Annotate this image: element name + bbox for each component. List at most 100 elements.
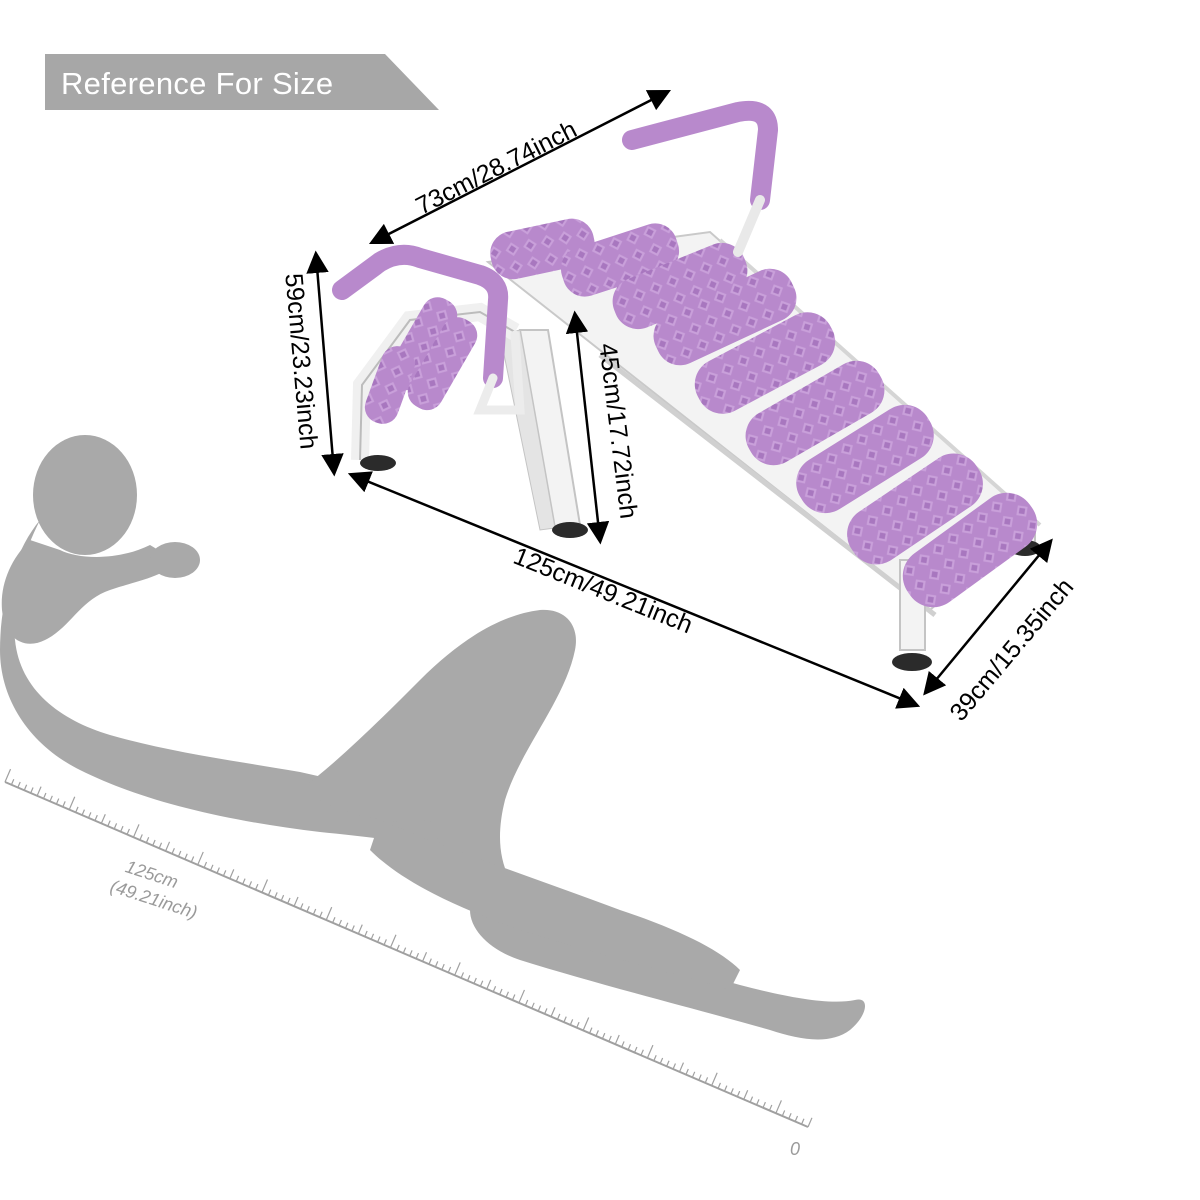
ruler-tick — [634, 1046, 638, 1053]
ruler-tick — [723, 1085, 728, 1092]
ruler-tick — [274, 892, 278, 899]
ruler-tick — [422, 951, 428, 962]
ruler-tick — [377, 936, 381, 943]
ruler-tick — [589, 1027, 593, 1034]
ruler-tick — [55, 798, 60, 805]
ruler-tick — [537, 1005, 542, 1012]
ruler-tick — [190, 856, 195, 863]
ruler-tick — [383, 939, 387, 946]
ruler-tick — [139, 834, 143, 841]
ruler-tick — [768, 1104, 773, 1111]
ruler-tick — [197, 851, 204, 866]
ruler-tick — [402, 947, 407, 954]
ruler-tick — [293, 896, 299, 907]
ruler-tick — [781, 1110, 786, 1117]
ruler-tick — [685, 1068, 689, 1075]
ruler-tick — [666, 1060, 670, 1067]
ruler-tick — [107, 820, 111, 827]
ruler-tick — [678, 1062, 685, 1073]
size-reference-banner: Reference For Size — [45, 54, 439, 110]
ruler-tick — [415, 952, 420, 959]
ruler-tick — [338, 919, 342, 926]
ruler-tick — [698, 1074, 702, 1081]
ruler-tick — [267, 889, 272, 896]
ruler-tick — [344, 922, 349, 929]
ruler-tick — [479, 980, 484, 987]
ruler-tick — [254, 883, 259, 890]
ruler-tick — [473, 977, 477, 984]
ruler-tick — [601, 1032, 606, 1039]
ruler-tick — [325, 906, 333, 921]
ruler-tick — [736, 1090, 741, 1097]
ruler-zero: 0 — [790, 1139, 800, 1159]
height-total-arrow — [306, 250, 344, 477]
ruler-tick — [30, 787, 34, 794]
ruler-tick — [120, 825, 124, 832]
ruler-tick — [49, 795, 53, 802]
ruler-tick — [152, 839, 156, 846]
ruler-tick — [396, 944, 400, 951]
ruler-tick — [351, 925, 355, 932]
ruler-tick — [17, 781, 21, 788]
ruler-tick — [113, 823, 118, 830]
ruler-tick — [216, 867, 220, 874]
ruler-tick — [94, 814, 98, 821]
ruler-tick — [287, 897, 291, 904]
ruler-tick — [184, 853, 188, 860]
ruler-tick — [248, 881, 253, 888]
ruler-tick — [81, 809, 86, 816]
ruler-tick — [319, 911, 323, 918]
height-total-label: 59cm/23.23inch — [279, 272, 322, 450]
ruler-tick — [492, 986, 497, 992]
ruler-tick — [165, 841, 171, 852]
ruler-tick — [312, 908, 317, 915]
ruler-tick — [775, 1100, 782, 1114]
ruler-tick — [332, 917, 336, 923]
ruler-tick — [75, 806, 79, 813]
ruler-tick — [653, 1055, 657, 1061]
ruler-tick — [203, 861, 208, 868]
ruler-tick — [357, 924, 363, 935]
ruler-tick — [434, 961, 439, 968]
ruler-tick — [460, 972, 465, 979]
width-label: 73cm/28.74inch — [411, 115, 581, 220]
ruler-tick — [409, 950, 413, 957]
depth-label: 39cm/15.35inch — [944, 573, 1079, 726]
depth-arrow — [923, 538, 1053, 696]
ruler-tick — [486, 979, 492, 990]
ruler-tick — [235, 875, 240, 882]
ruler-tick — [299, 903, 304, 910]
ruler-tick — [171, 848, 175, 854]
ruler-tick — [210, 864, 214, 871]
ruler-tick — [87, 812, 92, 819]
dimension-arrows — [306, 89, 1053, 709]
ruler-tick — [711, 1072, 718, 1086]
ruler-tick — [4, 768, 12, 783]
ruler-tick — [36, 786, 42, 797]
banner-shape — [45, 54, 439, 110]
ruler-tick — [544, 1008, 548, 1015]
ruler-tick — [621, 1041, 625, 1048]
ruler-tick — [788, 1112, 792, 1119]
leg-hold-rollers — [364, 297, 478, 424]
ruler-tick — [306, 905, 310, 912]
ruler-tick — [730, 1088, 734, 1095]
ruler-tick — [524, 999, 529, 1006]
ruler-tick — [717, 1082, 721, 1089]
ruler-tick — [794, 1115, 799, 1122]
ruler-tick — [659, 1057, 664, 1064]
ruler-tick — [42, 792, 47, 799]
ruler-tick — [614, 1034, 620, 1045]
ruler-tick — [499, 988, 503, 995]
ruler-tick — [505, 991, 509, 998]
ruler-tick — [807, 1117, 813, 1128]
width-arrow — [368, 89, 672, 245]
ruler-tick — [704, 1077, 709, 1084]
bench-rollers — [490, 218, 1038, 608]
ruler-tick — [177, 850, 182, 857]
ruler-tick — [454, 962, 461, 976]
ruler-tick — [132, 824, 140, 838]
ruler-tick — [550, 1007, 556, 1017]
ruler-tick — [756, 1099, 760, 1106]
ruler-tick — [672, 1063, 677, 1070]
